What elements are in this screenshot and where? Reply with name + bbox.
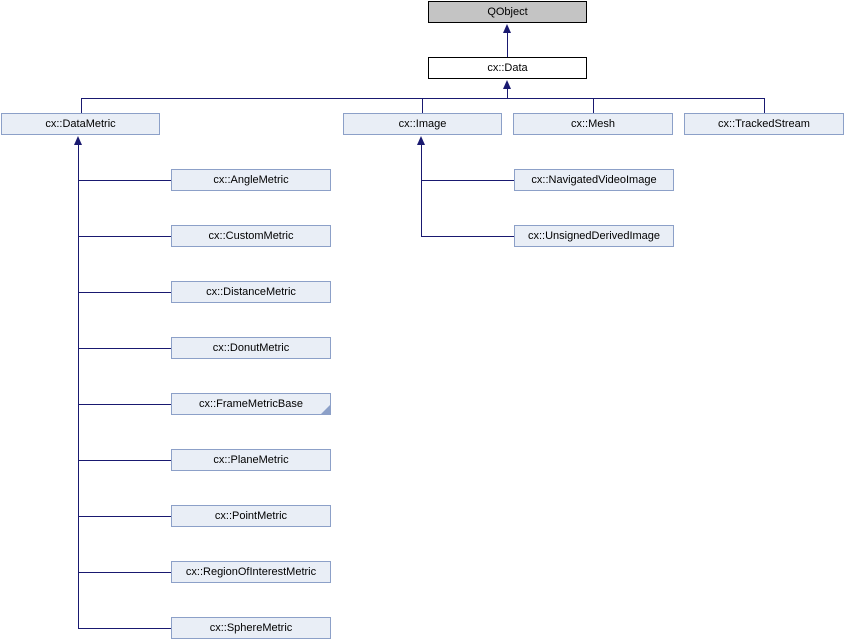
edge-drop-datametric: [81, 98, 82, 113]
edge-branch-anglemetric: [78, 180, 171, 181]
class-node-datametric[interactable]: cx::DataMetric: [1, 113, 160, 135]
class-node-donutmetric-label: cx::DonutMetric: [212, 342, 290, 354]
class-node-custommetric-label: cx::CustomMetric: [208, 230, 294, 242]
class-node-unsignedderivedimage-label: cx::UnsignedDerivedImage: [527, 230, 661, 242]
edge-bus-data-children: [81, 98, 765, 99]
arrowhead-to-datametric: [74, 136, 82, 145]
class-node-navigatedvideoimage-label: cx::NavigatedVideoImage: [531, 174, 657, 186]
class-node-planemetric-label: cx::PlaneMetric: [213, 454, 289, 466]
edge-trunk-datametric: [78, 144, 79, 629]
class-node-trackedstream-label: cx::TrackedStream: [718, 118, 810, 130]
class-node-planemetric[interactable]: cx::PlaneMetric: [171, 449, 331, 471]
class-node-framemetricbase[interactable]: cx::FrameMetricBase: [171, 393, 331, 415]
class-node-pointmetric-label: cx::PointMetric: [214, 510, 288, 522]
class-node-regionofinterestmetric-label: cx::RegionOfInterestMetric: [185, 566, 317, 578]
class-node-trackedstream[interactable]: cx::TrackedStream: [684, 113, 844, 135]
class-node-spheremetric-label: cx::SphereMetric: [209, 622, 293, 634]
edge-branch-spheremetric: [78, 628, 171, 629]
class-node-anglemetric-label: cx::AngleMetric: [213, 174, 289, 186]
class-node-unsignedderivedimage[interactable]: cx::UnsignedDerivedImage: [514, 225, 674, 247]
edge-branch-navigatedvideoimage: [421, 180, 514, 181]
class-node-distancemetric-label: cx::DistanceMetric: [206, 286, 296, 298]
class-node-navigatedvideoimage[interactable]: cx::NavigatedVideoImage: [514, 169, 674, 191]
arrowhead-to-data: [503, 80, 511, 89]
edge-data-qobject: [507, 32, 508, 57]
class-node-spheremetric[interactable]: cx::SphereMetric: [171, 617, 331, 639]
edge-branch-pointmetric: [78, 516, 171, 517]
edge-branch-regionofinterestmetric: [78, 572, 171, 573]
class-node-qobject[interactable]: QObject: [428, 1, 587, 23]
edge-drop-image: [422, 98, 423, 113]
class-node-image[interactable]: cx::Image: [343, 113, 502, 135]
class-node-image-label: cx::Image: [398, 118, 447, 130]
class-node-mesh-label: cx::Mesh: [570, 118, 615, 130]
class-node-custommetric[interactable]: cx::CustomMetric: [171, 225, 331, 247]
edge-drop-trackedstream: [764, 98, 765, 113]
edge-drop-mesh: [593, 98, 594, 113]
class-node-distancemetric[interactable]: cx::DistanceMetric: [171, 281, 331, 303]
class-node-qobject-label: QObject: [487, 6, 528, 18]
edge-branch-custommetric: [78, 236, 171, 237]
class-node-pointmetric[interactable]: cx::PointMetric: [171, 505, 331, 527]
class-node-datametric-label: cx::DataMetric: [45, 118, 116, 130]
class-node-donutmetric[interactable]: cx::DonutMetric: [171, 337, 331, 359]
edge-branch-distancemetric: [78, 292, 171, 293]
edge-branch-donutmetric: [78, 348, 171, 349]
class-node-data-label: cx::Data: [487, 62, 528, 74]
edge-branch-unsignedderivedimage: [421, 236, 514, 237]
class-node-regionofinterestmetric[interactable]: cx::RegionOfInterestMetric: [171, 561, 331, 583]
class-node-framemetricbase-label: cx::FrameMetricBase: [199, 398, 303, 410]
edge-branch-planemetric: [78, 460, 171, 461]
arrowhead-to-qobject: [503, 24, 511, 33]
class-node-mesh[interactable]: cx::Mesh: [513, 113, 673, 135]
edge-stub-data: [507, 88, 508, 99]
edge-branch-framemetricbase: [78, 404, 171, 405]
class-node-anglemetric[interactable]: cx::AngleMetric: [171, 169, 331, 191]
truncated-subclasses-fold-icon: [321, 405, 330, 414]
edge-trunk-image: [421, 144, 422, 237]
arrowhead-to-image: [417, 136, 425, 145]
class-node-data[interactable]: cx::Data: [428, 57, 587, 79]
